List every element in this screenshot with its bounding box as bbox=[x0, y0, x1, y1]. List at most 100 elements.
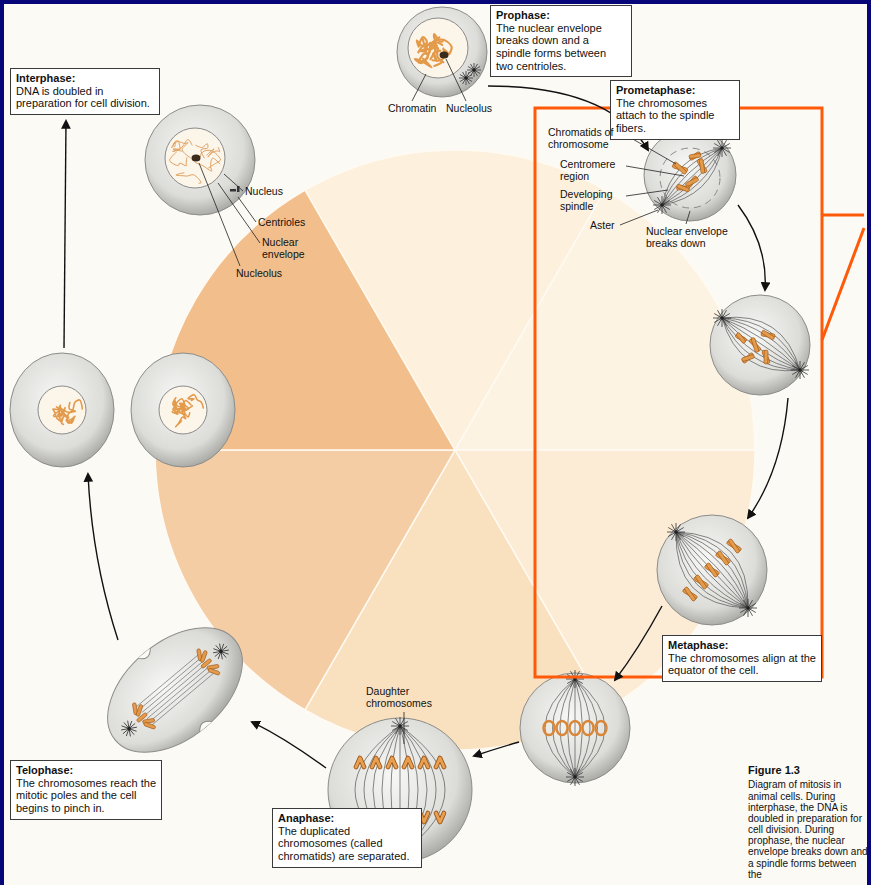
leader-line bbox=[620, 210, 658, 225]
cell-membrane bbox=[10, 353, 114, 467]
figure-caption: Figure 1.3 bbox=[748, 764, 800, 777]
chromosome bbox=[208, 668, 221, 675]
cleavage-furrow bbox=[138, 648, 212, 732]
part-label: Developing spindle bbox=[560, 189, 622, 213]
prometaphase-cell bbox=[644, 129, 736, 221]
chromosome bbox=[688, 151, 702, 161]
part-label: Centromere region bbox=[560, 159, 622, 183]
leader-line bbox=[238, 197, 256, 222]
chromosome bbox=[544, 721, 555, 735]
aster-symbol bbox=[791, 361, 809, 379]
phase-description: The nuclear envelope breaks down and a s… bbox=[496, 22, 626, 73]
cell-membrane bbox=[131, 353, 235, 467]
chromosome bbox=[760, 329, 776, 340]
cycle-arrow bbox=[474, 742, 519, 756]
aster-symbol bbox=[566, 768, 584, 786]
leader-line bbox=[199, 163, 240, 266]
part-label: Nucleolus bbox=[446, 103, 492, 115]
leader-line bbox=[224, 174, 243, 191]
leader-line bbox=[626, 190, 668, 196]
phase-box: Metaphase:The chromosomes align at the e… bbox=[662, 635, 822, 682]
part-label: Nuclear envelope breaks down bbox=[646, 226, 738, 250]
cell-membrane bbox=[84, 603, 265, 777]
phase-description: The chromosomes align at the equator of … bbox=[668, 652, 816, 677]
cell-membrane bbox=[145, 105, 255, 215]
spindle-fiber bbox=[152, 673, 213, 724]
spindle-fiber bbox=[139, 658, 200, 709]
spindle-fiber bbox=[150, 670, 211, 721]
spindle-fiber bbox=[144, 664, 205, 715]
nucleolus bbox=[192, 155, 201, 162]
aster-symbol bbox=[739, 599, 757, 617]
phase-box: Prometaphase:The chromosomes attach to t… bbox=[610, 80, 740, 140]
highlight-frame bbox=[535, 108, 864, 677]
leader-line bbox=[446, 59, 466, 101]
aster-symbol bbox=[566, 670, 584, 688]
caption-text: Diagram of mitosis in animal cells. Duri… bbox=[748, 779, 868, 880]
spindle-fiber bbox=[142, 661, 203, 712]
cell-membrane bbox=[397, 7, 487, 97]
daughter-chromosome bbox=[436, 813, 444, 822]
cycle-arrow bbox=[738, 205, 765, 290]
chromosome bbox=[761, 349, 770, 364]
prometaphase-cell bbox=[710, 295, 810, 395]
chromosome bbox=[696, 158, 708, 175]
cycle-arrow bbox=[64, 121, 66, 348]
centriole bbox=[230, 189, 236, 192]
daughter-chromosome bbox=[404, 758, 412, 767]
figure-page bbox=[4, 4, 867, 885]
aster-symbol bbox=[459, 71, 473, 85]
phase-name: Prophase: bbox=[496, 9, 626, 22]
cell-illustrations bbox=[10, 7, 810, 863]
telophase-cell bbox=[84, 603, 265, 777]
part-label: Nucleolus bbox=[236, 268, 282, 280]
daughter-chromosome bbox=[436, 758, 444, 767]
chromosome bbox=[583, 721, 594, 735]
nucleolus bbox=[440, 52, 449, 59]
phase-box: Anaphase:The duplicated chromosomes (cal… bbox=[272, 808, 422, 868]
spindle-fibers bbox=[662, 148, 722, 205]
daughter-chromosome bbox=[372, 758, 380, 767]
phase-box: Telophase:The chromosomes reach the mito… bbox=[10, 760, 162, 820]
phase-box: Prophase:The nuclear envelope breaks dow… bbox=[490, 5, 632, 77]
cycle-arrow bbox=[615, 606, 662, 680]
daughter-cell bbox=[10, 353, 114, 467]
leader-line bbox=[404, 712, 405, 744]
chromosome bbox=[741, 352, 756, 364]
wheel-wedge bbox=[455, 190, 755, 450]
leader-line bbox=[412, 74, 426, 101]
leader-line bbox=[686, 211, 690, 224]
daughter-cell bbox=[131, 353, 235, 467]
spindle-fiber bbox=[137, 655, 198, 706]
cell-membrane bbox=[644, 129, 736, 221]
spindle-fibers bbox=[722, 317, 800, 371]
part-label: Nucleus bbox=[245, 186, 283, 198]
chromosome bbox=[682, 586, 699, 602]
chromosome bbox=[715, 550, 732, 566]
cell-membrane bbox=[710, 295, 810, 395]
aster-symbol bbox=[467, 63, 481, 77]
nuclear-envelope bbox=[408, 18, 468, 78]
phase-description: The chromosomes reach the mitotic poles … bbox=[16, 777, 156, 815]
phase-description: The chromosomes attach to the spindle fi… bbox=[616, 97, 734, 135]
cell-membrane bbox=[520, 673, 630, 783]
phase-description: The duplicated chromosomes (called chrom… bbox=[278, 825, 416, 863]
aster-symbol bbox=[667, 523, 685, 541]
chromosome bbox=[704, 562, 721, 578]
nuclear-envelope bbox=[159, 386, 207, 434]
chromatin-threads bbox=[415, 34, 452, 67]
chromosome bbox=[143, 722, 156, 729]
cycle-arrow bbox=[748, 398, 788, 518]
aster-symbol bbox=[210, 640, 233, 663]
chromatin-threads bbox=[170, 140, 221, 184]
phase-name: Metaphase: bbox=[668, 639, 816, 652]
cycle-arrow bbox=[88, 474, 118, 640]
part-label: Centrioles bbox=[258, 217, 305, 229]
nuclear-envelope bbox=[38, 386, 86, 434]
chromosome bbox=[734, 332, 748, 345]
daughter-chromosome bbox=[420, 758, 428, 767]
part-label: Nuclear envelope bbox=[262, 237, 312, 261]
chromosome bbox=[748, 337, 762, 354]
